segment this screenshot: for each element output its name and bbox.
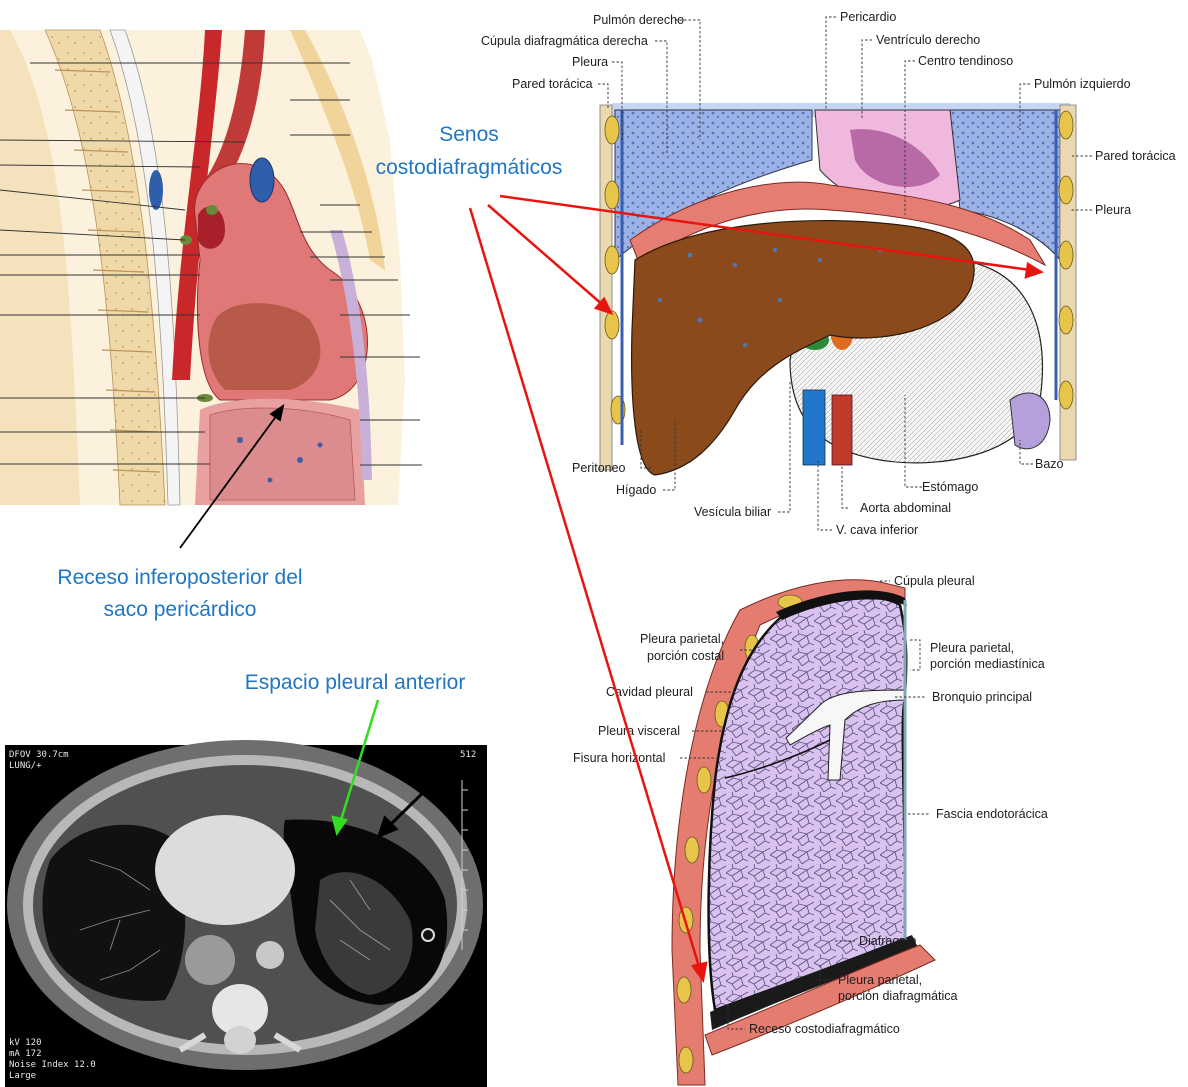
- red-arrow-right-head: [1026, 264, 1041, 277]
- label-receso-costodiafragmatico: Receso costodiafragmático: [749, 1022, 900, 1036]
- label-fascia-endotoracica: Fascia endotorácica: [936, 807, 1048, 821]
- label-peritoneo: Peritoneo: [572, 461, 626, 475]
- coronal-diaphragm-illustration: Pulmón derecho Cúpula diafragmática dere…: [481, 10, 1176, 537]
- label-pleura-costal-1: Pleura parietal,: [640, 632, 724, 646]
- label-cavidad-pleural: Cavidad pleural: [606, 685, 693, 699]
- annotation-senos-line1: Senos: [439, 123, 499, 146]
- label-higado: Hígado: [616, 483, 656, 497]
- label-vesicula-biliar: Vesícula biliar: [694, 505, 771, 519]
- label-pulmon-derecho: Pulmón derecho: [593, 13, 684, 27]
- sagittal-section-illustration: [0, 30, 422, 505]
- annotation-receso-line1: Receso inferoposterior del: [57, 566, 302, 589]
- red-arrow-left-sinus: [488, 205, 604, 306]
- label-pulmon-izquierdo: Pulmón izquierdo: [1034, 77, 1131, 91]
- ct-fov-text: DFOV 30.7cm: [9, 750, 69, 760]
- label-pleura-left: Pleura: [572, 55, 608, 69]
- label-pleura-diafragmatica-2: porción diafragmática: [838, 989, 958, 1003]
- label-bronquio-principal: Bronquio principal: [932, 690, 1032, 704]
- ct-noise-text: Noise Index 12.0: [9, 1060, 96, 1070]
- label-pleura-visceral: Pleura visceral: [598, 724, 680, 738]
- label-centro-tendinoso: Centro tendinoso: [918, 54, 1013, 68]
- label-pleura-mediastinica-2: porción mediastínica: [930, 657, 1045, 671]
- ct-kv-text: kV 120: [9, 1038, 42, 1048]
- label-pleura-mediastinica-1: Pleura parietal,: [930, 641, 1014, 655]
- ct-scan-image: DFOV 30.7cm LUNG/+ 512 kV 120 mA 172 Noi…: [5, 740, 487, 1087]
- label-pericardio: Pericardio: [840, 10, 896, 24]
- label-pleura-right: Pleura: [1095, 203, 1131, 217]
- label-pleura-costal-2: porción costal: [647, 649, 724, 663]
- label-pared-toracica-left: Pared torácica: [512, 77, 593, 91]
- label-estomago: Estómago: [922, 480, 978, 494]
- label-diafragma: Diafragma: [859, 934, 917, 948]
- label-fisura-horizontal: Fisura horizontal: [573, 751, 665, 765]
- label-vena-cava: V. cava inferior: [836, 523, 918, 537]
- ct-window-text: LUNG/+: [9, 761, 42, 771]
- ct-matrix-text: 512: [460, 750, 476, 760]
- label-cupula-pleural: Cúpula pleural: [894, 574, 975, 588]
- annotation-senos-line2: costodiafragmáticos: [376, 156, 563, 179]
- label-bazo: Bazo: [1035, 457, 1064, 471]
- annotation-espacio-pleural: Espacio pleural anterior: [245, 671, 466, 694]
- label-aorta-abdominal: Aorta abdominal: [860, 501, 951, 515]
- annotation-receso-line2: saco pericárdico: [104, 598, 257, 621]
- lung-pleura-illustration: Cúpula pleural Pleura parietal, porción …: [573, 574, 1048, 1085]
- label-ventriculo-derecho: Ventrículo derecho: [876, 33, 980, 47]
- ct-size-text: Large: [9, 1071, 36, 1081]
- label-pleura-diafragmatica-1: Pleura parietal,: [838, 973, 922, 987]
- label-cupula-derecha: Cúpula diafragmática derecha: [481, 34, 648, 48]
- ct-ma-text: mA 172: [9, 1049, 42, 1059]
- label-pared-toracica-right: Pared torácica: [1095, 149, 1176, 163]
